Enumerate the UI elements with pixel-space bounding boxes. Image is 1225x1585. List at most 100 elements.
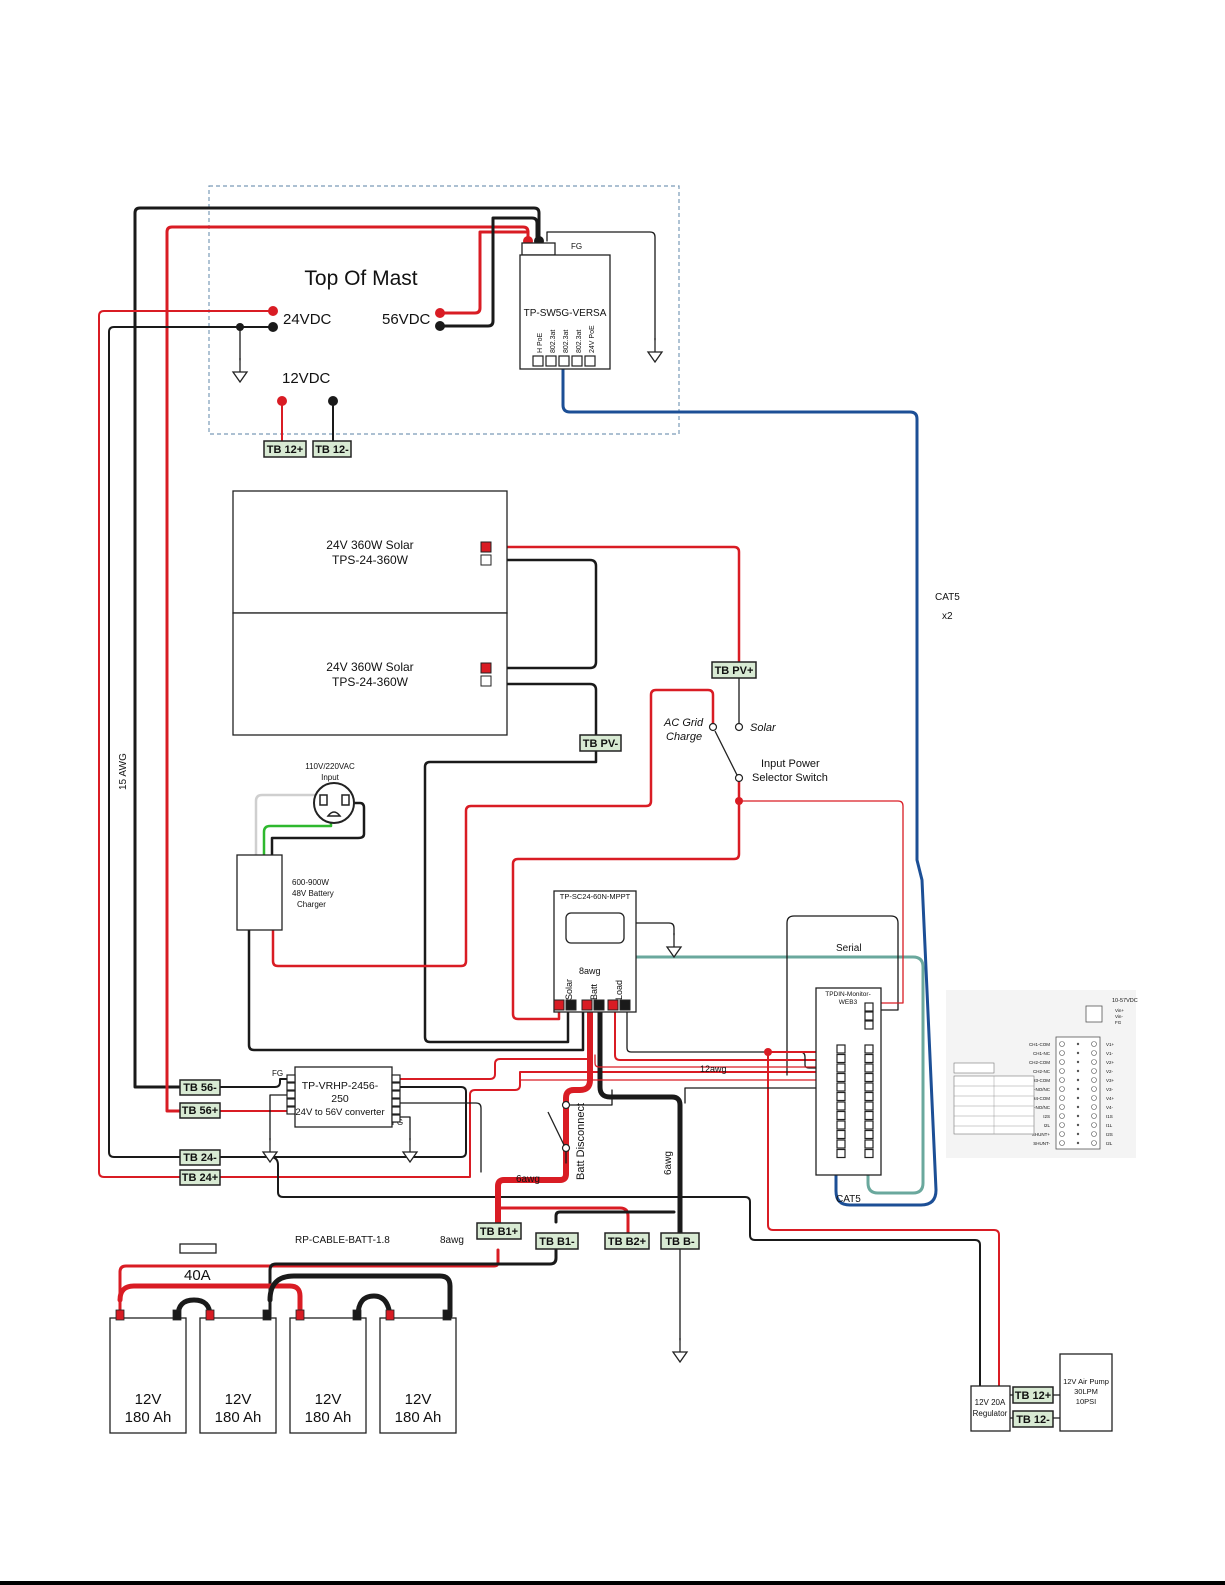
batt-disconnect-label: Batt Disconnect xyxy=(575,1103,587,1180)
wire-serial-black xyxy=(786,915,899,1076)
wire-batt-bminus-black xyxy=(268,1248,558,1318)
wire-red-mast-56 xyxy=(165,225,530,1113)
6awg-label-b: 6awg xyxy=(663,1151,674,1175)
terminal-block-tbbm: TB B- xyxy=(660,1232,700,1250)
monitor-label-1: TPDIN-Monitor- xyxy=(825,991,871,998)
wire-converter-black-bus xyxy=(684,1087,837,1104)
12awg-label: 12awg xyxy=(700,1064,727,1074)
terminal-block-tbpvm: TB PV- xyxy=(579,734,622,752)
batt-cable-label: RP-CABLE-BATT-1.8 xyxy=(295,1235,390,1246)
switch-port-label: 802.3at xyxy=(563,330,570,353)
inset-pin-rows: CH1-COMCH1-NCCH2-COMCH2-NCCH3-COMCH3-NO/… xyxy=(1025,1041,1115,1146)
wire-fg-switch xyxy=(546,231,656,341)
inset-left-pin-label: CH3-COM xyxy=(1029,1078,1050,1083)
wire-batt-cable-red xyxy=(118,1248,500,1318)
vrhp-label-2: 250 xyxy=(331,1093,349,1105)
dot-24v-gnd xyxy=(236,323,244,331)
wire-ac-grey xyxy=(254,793,322,857)
page-bottom-rule xyxy=(0,1581,1225,1585)
wire-ac-grid-red xyxy=(271,688,715,968)
inset-right-pin-label: V3+ xyxy=(1106,1078,1115,1083)
inset-top-pin-label: Vin+ xyxy=(1115,1008,1124,1013)
solar-panel-bottom xyxy=(232,612,508,736)
dot-12v-plus xyxy=(277,396,287,406)
gnd-switch-fg xyxy=(647,337,663,363)
switch-ports xyxy=(532,355,596,367)
vrhp-fg-left-label: FG xyxy=(272,1069,283,1078)
inset-right-pin-label: V2+ xyxy=(1106,1060,1115,1065)
terminal-block-label: TB 56- xyxy=(183,1082,217,1094)
regulator-label-1: 12V 20A xyxy=(975,1398,1006,1407)
terminal-block-tbb1p: TB B1+ xyxy=(476,1222,522,1240)
air-pump: 12V Air Pump 30LPM 10PSI xyxy=(1059,1353,1113,1432)
inset-right-pin-label: I1S xyxy=(1106,1114,1113,1119)
wire-charger-black xyxy=(247,927,585,1052)
wire-vrhp-tb24 xyxy=(391,1102,482,1173)
mppt-8awg-label: 8awg xyxy=(579,966,601,976)
wire-solar-series-black xyxy=(489,558,598,670)
terminal-block-tb56m: TB 56- xyxy=(179,1079,221,1096)
terminal-block-tb24p: TB 24+ xyxy=(179,1169,221,1186)
charger-label-1: 600-900W xyxy=(292,878,329,887)
switch-port-label: H PoE xyxy=(537,332,544,353)
wire-mppt-batt-red xyxy=(495,1003,593,1236)
pump-label-1: 12V Air Pump xyxy=(1063,1377,1109,1386)
8awg-label-b: 8awg xyxy=(440,1235,464,1246)
12vdc-label: 12VDC xyxy=(282,370,331,387)
inset-left-pin-label: CH3-NO/NC xyxy=(1025,1087,1051,1092)
battery-voltage: 12V xyxy=(225,1391,252,1408)
wire-load-red xyxy=(614,1005,841,1061)
ac-input-label-2: Input xyxy=(321,773,340,782)
terminal-block-tbb1m: TB B1- xyxy=(535,1232,579,1250)
monitor-pinout-inset: 10-57VDC Vin+Vin-FG CH1-COMCH1-NCCH2-COM… xyxy=(946,990,1138,1158)
wire-mppt-gnd xyxy=(635,922,675,936)
terminal-block-label: TB 56+ xyxy=(182,1105,218,1117)
terminal-block-label: TB 12+ xyxy=(1015,1390,1051,1402)
gnd-vrhp-right xyxy=(402,1137,418,1163)
selector-label-2: Selector Switch xyxy=(752,772,828,784)
wire-batt-black-bus xyxy=(267,1273,453,1319)
wire-cat5-blue xyxy=(561,363,938,1207)
wire-solar-pv-minus xyxy=(489,682,598,737)
gnd-24v xyxy=(232,357,248,383)
terminal-block-label: TB B2+ xyxy=(608,1236,646,1248)
solar-panels: 24V 360W Solar TPS-24-360W 24V 360W Sola… xyxy=(232,490,508,736)
fuse-40a: 40A xyxy=(179,1243,217,1284)
15awg-label: 15 AWG xyxy=(118,753,129,790)
terminal-block-tb12m-mast: TB 12- xyxy=(312,440,352,458)
inset-title: 10-57VDC xyxy=(1112,998,1138,1004)
terminal-block-tbb2p: TB B2+ xyxy=(604,1232,650,1250)
wire-ac-black xyxy=(270,801,366,857)
inset-left-pin-label: SHUNT+ xyxy=(1032,1132,1050,1137)
tpdin-monitor: TPDIN-Monitor- WEB3 xyxy=(815,987,882,1176)
inset-left-pin-label: CH4-NO/NC xyxy=(1025,1105,1051,1110)
switch-fg-label: FG xyxy=(571,242,582,251)
terminal-block-label: TB PV+ xyxy=(715,665,754,677)
vrhp-terminals-left xyxy=(286,1074,296,1115)
ac-input-plug: 110V/220VAC Input xyxy=(305,762,355,824)
terminal-block-tb12p-pump: TB 12+ xyxy=(1012,1386,1054,1404)
pump-label-2: 30LPM xyxy=(1074,1387,1098,1396)
terminal-block-tb56p: TB 56+ xyxy=(179,1102,221,1119)
dot-56v-plus xyxy=(435,308,445,318)
fuse-label: 40A xyxy=(184,1267,211,1284)
solar-top-line1: 24V 360W Solar xyxy=(326,538,413,552)
56vdc-label: 56VDC xyxy=(382,311,431,328)
vrhp-converter: TP-VRHP-2456- 250 24V to 56V converter F… xyxy=(272,1066,403,1128)
battery-capacity: 180 Ah xyxy=(215,1409,262,1426)
inset-right-pin-label: I2S xyxy=(1106,1132,1113,1137)
wires xyxy=(98,206,1061,1419)
wire-regulator-red xyxy=(767,1051,1000,1387)
inset-table xyxy=(953,1062,1035,1135)
inset-left-pin-label: I2S xyxy=(1043,1114,1050,1119)
switch-port-label: 802.3at xyxy=(550,330,557,353)
inset-top-pin-label: FG xyxy=(1115,1020,1122,1025)
x2-label: x2 xyxy=(942,611,953,622)
inset-left-pin-label: CH1-NC xyxy=(1033,1051,1051,1056)
wire-batt-red-bus xyxy=(117,1283,303,1319)
dot-24v-minus xyxy=(268,322,278,332)
